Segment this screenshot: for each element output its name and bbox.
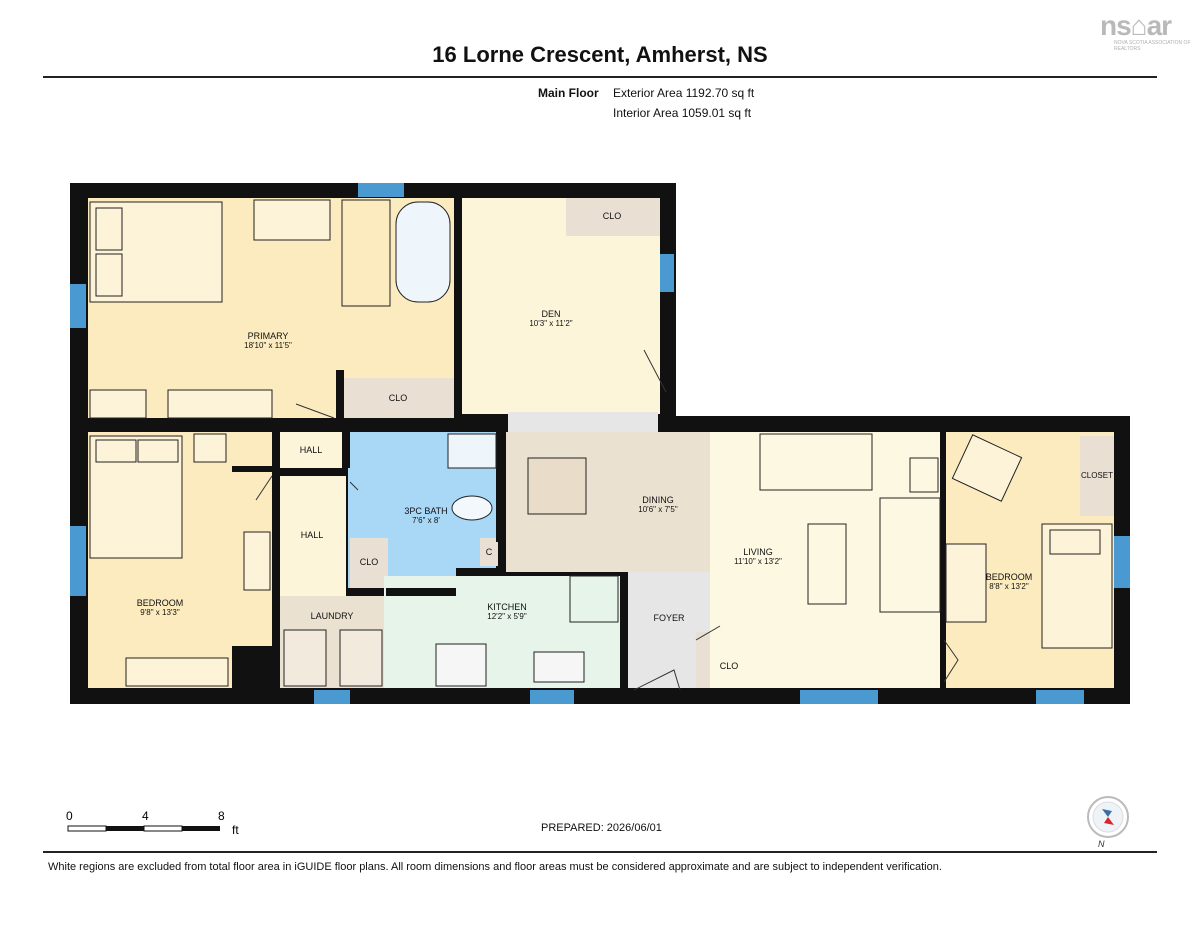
dims-bedroom-left: 9'8" x 13'3"	[140, 608, 180, 617]
label-foyer-closet: CLO	[720, 661, 739, 671]
label-bedroom-right: BEDROOM	[986, 572, 1033, 582]
exterior-area: Exterior Area 1192.70 sq ft	[613, 86, 755, 100]
room-closet-right	[1080, 436, 1114, 516]
logo-subtitle: Nova Scotia Association of Realtors	[1114, 40, 1191, 52]
label-foyer: FOYER	[653, 613, 685, 623]
room-den-closet	[566, 198, 660, 236]
dims-living: 11'10" x 13'2"	[734, 557, 782, 566]
dims-den: 10'3" x 11'2"	[529, 319, 572, 328]
interior-walls	[232, 198, 946, 688]
logo-text: ns⌂ar	[1100, 10, 1172, 41]
room-bath-closet	[350, 538, 388, 588]
scale-unit: ft	[232, 823, 239, 837]
dims-primary: 18'10" x 11'5"	[244, 341, 292, 350]
compass-icon: N	[1087, 796, 1129, 849]
label-bath-c: C	[486, 547, 493, 557]
header-divider	[43, 76, 1157, 78]
label-bedroom-left: BEDROOM	[137, 598, 184, 608]
dims-kitchen: 12'2" x 5'9"	[487, 612, 527, 621]
scale-label-4: 4	[142, 809, 149, 823]
room-primary-closet	[344, 378, 454, 418]
nsar-logo: ns⌂ar Nova Scotia Association of Realtor…	[1100, 10, 1192, 54]
label-den-closet: CLO	[603, 211, 622, 221]
label-bath: 3PC BATH	[404, 506, 447, 516]
compass-north-label: N	[1098, 839, 1105, 849]
label-primary-closet: CLO	[389, 393, 408, 403]
disclaimer: White regions are excluded from total fl…	[48, 861, 942, 873]
label-den: DEN	[541, 309, 560, 319]
label-living: LIVING	[743, 547, 773, 557]
footer-divider	[43, 851, 1157, 853]
label-dining: DINING	[642, 495, 674, 505]
label-hall-top: HALL	[300, 445, 323, 455]
scale-label-8: 8	[218, 809, 225, 823]
dims-bedroom-right: 8'8" x 13'2"	[989, 582, 1029, 591]
room-hall-top	[280, 432, 342, 468]
label-laundry: LAUNDRY	[311, 611, 354, 621]
scale-bar: 0 4 8 ft	[66, 809, 239, 837]
windows	[70, 183, 1130, 704]
label-primary: PRIMARY	[248, 331, 289, 341]
den-landing	[508, 412, 658, 432]
dims-dining: 10'6" x 7'5"	[638, 505, 678, 514]
label-bath-closet: CLO	[360, 557, 379, 567]
room-hall	[280, 476, 346, 596]
scale-label-0: 0	[66, 809, 73, 823]
dims-bath: 7'6" x 8'	[412, 516, 440, 525]
label-closet-right: CLOSET	[1081, 471, 1113, 480]
label-hall: HALL	[301, 530, 324, 540]
floor-label: Main Floor	[538, 86, 599, 100]
doors	[255, 349, 959, 691]
furniture	[89, 199, 1113, 687]
prepared-date: PREPARED: 2026/06/01	[541, 822, 662, 834]
room-bath-c	[480, 538, 498, 566]
interior-area: Interior Area 1059.01 sq ft	[613, 106, 752, 120]
label-kitchen: KITCHEN	[487, 602, 527, 612]
page-title: 16 Lorne Crescent, Amherst, NS	[432, 42, 768, 67]
room-labels: PRIMARY 18'10" x 11'5" CLO DEN 10'3" x 1…	[137, 211, 1113, 671]
